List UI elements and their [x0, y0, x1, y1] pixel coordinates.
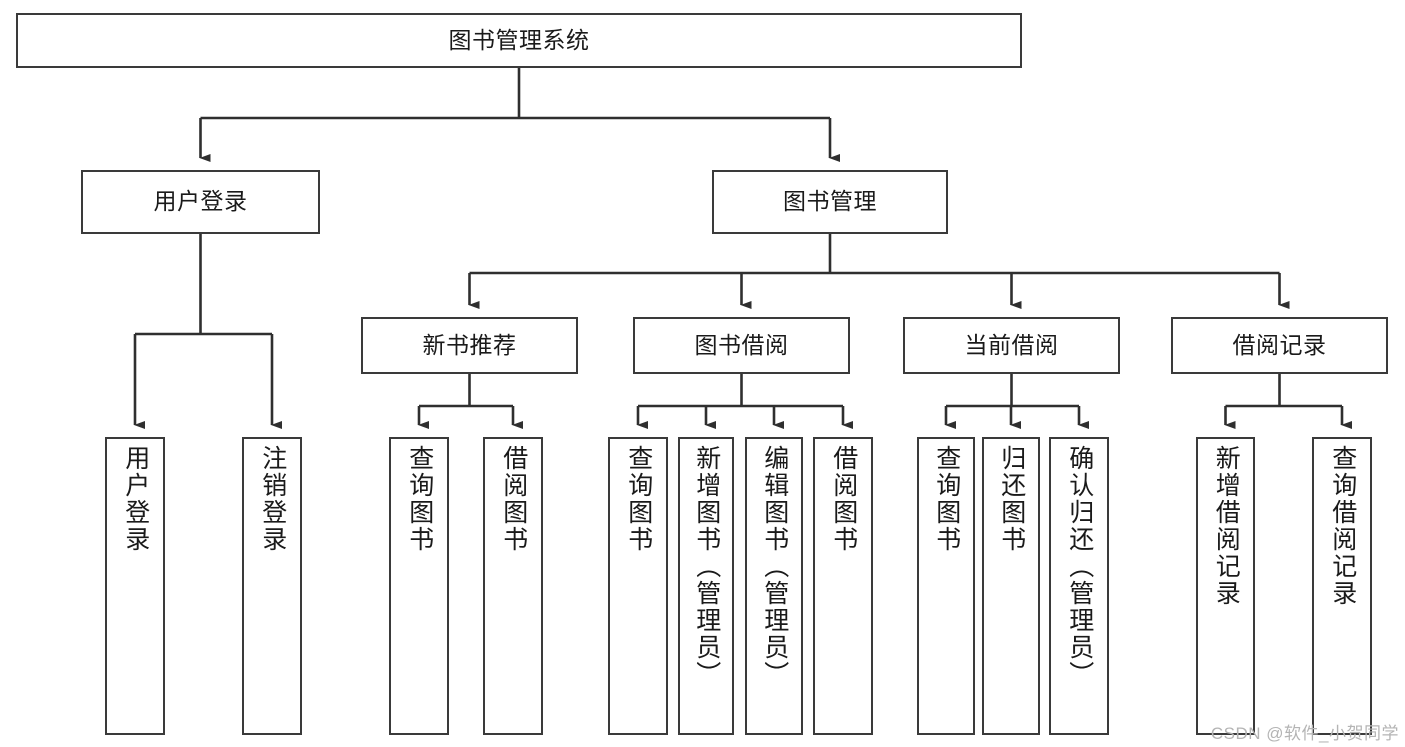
- node-label-leaf-borrow-book-2: 借阅图书: [829, 445, 858, 553]
- node-leaf-return-book[interactable]: 归还图书: [982, 437, 1040, 735]
- node-label-leaf-return-book: 归还图书: [997, 445, 1026, 553]
- node-leaf-query-book-2[interactable]: 查询图书: [608, 437, 668, 735]
- node-book-borrow[interactable]: 图书借阅: [633, 317, 850, 374]
- node-leaf-borrow-book-2[interactable]: 借阅图书: [813, 437, 873, 735]
- node-user-login[interactable]: 用户登录: [81, 170, 320, 234]
- node-book-manage[interactable]: 图书管理: [712, 170, 948, 234]
- edge-newbookrec-to-leaves: [417, 374, 523, 429]
- node-leaf-user-login[interactable]: 用户登录: [105, 437, 165, 735]
- node-leaf-add-record[interactable]: 新增借阅记录: [1196, 437, 1255, 735]
- node-label-leaf-logout: 注销登录: [258, 445, 287, 553]
- edge-userlogin-to-leaves: [133, 234, 282, 429]
- node-label-borrow-record: 借阅记录: [1232, 331, 1327, 358]
- node-label-book-manage: 图书管理: [783, 188, 877, 215]
- node-label-user-login: 用户登录: [153, 188, 248, 215]
- node-leaf-query-record[interactable]: 查询借阅记录: [1312, 437, 1372, 735]
- node-label-leaf-query-record: 查询借阅记录: [1328, 445, 1357, 607]
- csdn-watermark: CSDN @软件_小贺同学: [1210, 724, 1399, 743]
- node-label-current-borrow: 当前借阅: [964, 331, 1059, 358]
- node-label-leaf-user-login: 用户登录: [121, 445, 150, 553]
- node-label-new-book-rec: 新书推荐: [422, 331, 517, 358]
- node-current-borrow[interactable]: 当前借阅: [903, 317, 1120, 374]
- edge-bookmanage-to-level3: [468, 234, 1290, 309]
- node-label-leaf-edit-book: 编辑图书（管理员）: [760, 445, 789, 688]
- node-label-leaf-query-book-2: 查询图书: [624, 445, 653, 553]
- edge-currentborrow-to-leaves: [944, 374, 1089, 429]
- node-new-book-rec[interactable]: 新书推荐: [361, 317, 578, 374]
- node-leaf-confirm-return[interactable]: 确认归还（管理员）: [1049, 437, 1109, 735]
- node-leaf-add-book[interactable]: 新增图书（管理员）: [678, 437, 734, 735]
- node-leaf-borrow-book-1[interactable]: 借阅图书: [483, 437, 543, 735]
- node-label-leaf-query-book-3: 查询图书: [932, 445, 961, 553]
- node-borrow-record[interactable]: 借阅记录: [1171, 317, 1388, 374]
- edge-root-to-level2: [199, 68, 840, 162]
- node-leaf-query-book-3[interactable]: 查询图书: [917, 437, 975, 735]
- node-label-leaf-add-book: 新增图书（管理员）: [692, 445, 721, 688]
- node-leaf-logout[interactable]: 注销登录: [242, 437, 302, 735]
- edge-bookborrow-to-leaves: [636, 374, 853, 429]
- node-label-book-borrow: 图书借阅: [694, 331, 789, 358]
- node-label-leaf-confirm-return: 确认归还（管理员）: [1065, 445, 1094, 688]
- node-label-leaf-query-book-1: 查询图书: [405, 445, 434, 553]
- node-leaf-edit-book[interactable]: 编辑图书（管理员）: [745, 437, 803, 735]
- node-label-root: 图书管理系统: [448, 26, 590, 53]
- node-leaf-query-book-1[interactable]: 查询图书: [389, 437, 449, 735]
- node-label-leaf-borrow-book-1: 借阅图书: [499, 445, 528, 553]
- edge-borrowrecord-to-leaves: [1224, 374, 1352, 429]
- node-label-leaf-add-record: 新增借阅记录: [1212, 445, 1241, 607]
- node-root[interactable]: 图书管理系统: [16, 13, 1022, 68]
